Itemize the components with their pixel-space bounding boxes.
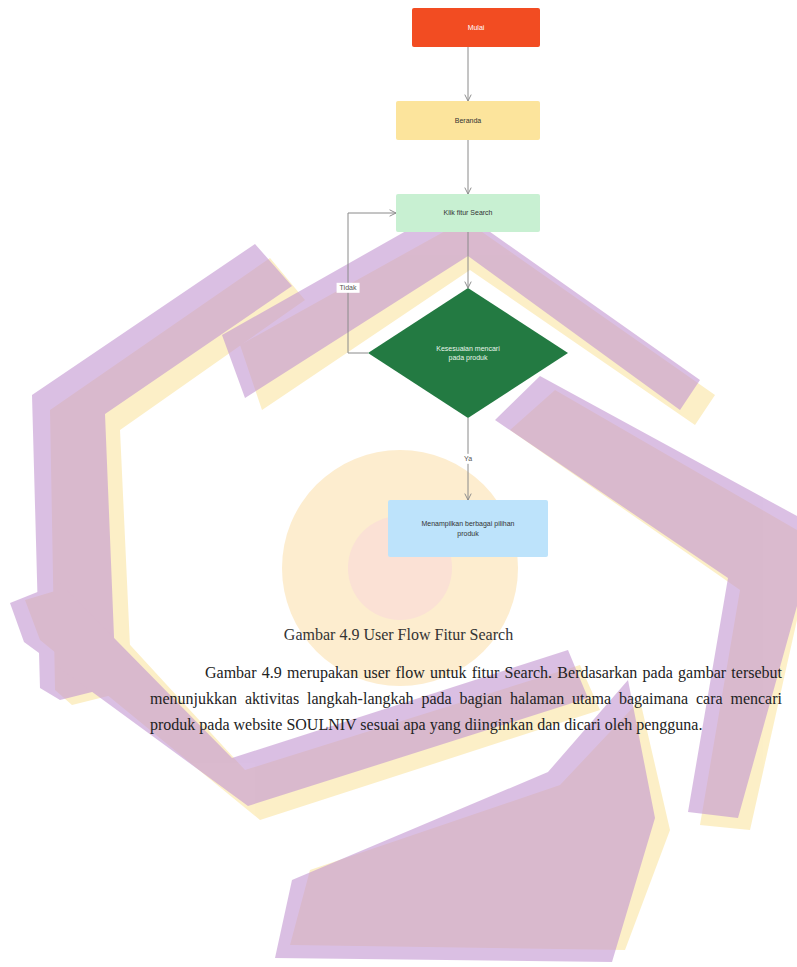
watermark-arm — [495, 376, 797, 818]
figure-caption: Gambar 4.9 User Flow Fitur Search — [0, 626, 797, 644]
flow-arrow — [468, 140, 469, 194]
start-box: Mulai — [412, 8, 540, 47]
body-paragraph: Gambar 4.9 merupakan user flow untuk fit… — [150, 660, 782, 738]
process-box: Beranda — [396, 101, 540, 140]
node-text: Mulai — [468, 23, 485, 32]
watermark-circle — [282, 450, 518, 686]
flow-arrow — [468, 47, 469, 101]
diamond-outline — [368, 288, 568, 418]
diamond-shape — [368, 288, 568, 418]
edge-label: Ya — [461, 454, 475, 464]
decision-diamond: Kesesuaian mencari pada produk — [368, 288, 568, 418]
node-text: Kesesuaian mencari pada produk — [428, 344, 508, 362]
node-text: Klik fitur Search — [443, 208, 492, 217]
process-box: Klik fitur Search — [396, 194, 540, 232]
process-box: Menampilkan berbagai pilihan produk — [388, 500, 548, 557]
edge-label: Tidak — [337, 283, 360, 293]
node-text: Beranda — [455, 116, 481, 125]
watermark-purple — [10, 205, 797, 962]
node-text: Menampilkan berbagai pilihan produk — [412, 519, 524, 537]
flow-arrow — [468, 232, 469, 288]
